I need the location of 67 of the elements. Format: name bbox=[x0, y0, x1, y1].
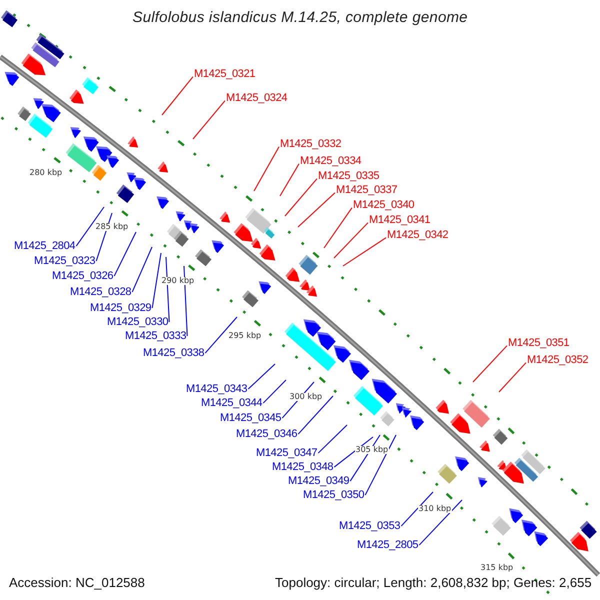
gene-label: M1425_0324 bbox=[226, 92, 288, 104]
genome-summary: Topology: circular; Length: 2,608,832 bp; Genes: 2,655 bbox=[275, 576, 592, 590]
scale-label: 295 kbp bbox=[228, 332, 262, 340]
gene-label: M1425_0353 bbox=[339, 520, 400, 532]
leader-line bbox=[400, 492, 434, 527]
gene-label: M1425_0349 bbox=[288, 475, 350, 488]
gene-label: M1425_0326 bbox=[52, 270, 114, 282]
gene-label: M1425_0333 bbox=[125, 330, 186, 342]
gene-label: M1425_0350 bbox=[303, 489, 364, 502]
scale-label: 285 kbp bbox=[94, 222, 130, 232]
leader-line bbox=[166, 256, 170, 323]
leader-line bbox=[184, 266, 188, 337]
leader-line bbox=[472, 345, 508, 382]
leader-line bbox=[262, 380, 286, 404]
gene-label: M1425_0329 bbox=[90, 302, 152, 314]
gene-label: M1425_0341 bbox=[369, 214, 430, 226]
leader-line bbox=[364, 434, 396, 496]
leader-line bbox=[248, 364, 276, 390]
accession-label: Accession: NC_012588 bbox=[9, 576, 145, 590]
gene-label: M1425_0351 bbox=[508, 337, 570, 350]
gene-label: M1425_0343 bbox=[186, 383, 248, 396]
leader-line bbox=[418, 500, 462, 546]
gene-label: M1425_0328 bbox=[70, 286, 132, 298]
gene-label: M1425_0338 bbox=[143, 347, 204, 360]
leader-line bbox=[334, 222, 368, 258]
leader-line bbox=[280, 163, 300, 196]
scale-label: 300 kbp bbox=[288, 392, 324, 402]
gene-label: M1425_0347 bbox=[256, 447, 318, 460]
leader-line bbox=[334, 436, 374, 468]
leader-line bbox=[324, 207, 352, 248]
leader-line bbox=[132, 246, 152, 293]
gene-label: M1425_0332 bbox=[280, 138, 342, 150]
leader-line bbox=[298, 192, 336, 228]
gene-label: M1425_2805 bbox=[357, 539, 418, 552]
diagram-title: Sulfolobus islandicus M.14.25, complete genome bbox=[132, 10, 468, 26]
leader-line bbox=[192, 100, 226, 140]
leader-line bbox=[114, 232, 136, 277]
gene-label: M1425_0352 bbox=[527, 354, 588, 366]
leader-line bbox=[318, 424, 348, 454]
gene-label: M1425_0321 bbox=[194, 68, 256, 80]
scale-label: 315 kbp bbox=[480, 564, 514, 572]
leader-line bbox=[284, 178, 318, 216]
gene-label: M1425_0330 bbox=[107, 316, 168, 328]
scale-label: 290 kbp bbox=[160, 276, 196, 286]
leader-line bbox=[254, 146, 280, 192]
gene-label: M1425_2804 bbox=[14, 240, 76, 252]
gene-label: M1425_0342 bbox=[387, 229, 448, 242]
gene-label: M1425_0323 bbox=[34, 255, 96, 268]
scale-label: 280 kbp bbox=[28, 168, 64, 178]
leader-line bbox=[162, 76, 194, 116]
gene-label: M1425_0335 bbox=[318, 170, 380, 182]
gene-label: M1425_0340 bbox=[353, 199, 414, 212]
leader-line bbox=[76, 206, 104, 247]
leader-line bbox=[342, 237, 386, 266]
leader-line bbox=[152, 252, 162, 309]
gene-label: M1425_0348 bbox=[272, 461, 334, 474]
scale-label: 305 kbp bbox=[354, 446, 390, 454]
leader-line bbox=[298, 396, 334, 435]
gene-label: M1425_0337 bbox=[336, 184, 398, 196]
gene-label: M1425_0344 bbox=[201, 397, 262, 410]
leader-line bbox=[204, 316, 238, 354]
leader-line bbox=[498, 362, 526, 392]
leader-line bbox=[96, 212, 112, 262]
gene-label: M1425_0345 bbox=[220, 412, 282, 424]
gene-label: M1425_0346 bbox=[236, 428, 298, 440]
scale-label: 310 kbp bbox=[418, 504, 452, 514]
gene-label: M1425_0334 bbox=[300, 155, 362, 168]
